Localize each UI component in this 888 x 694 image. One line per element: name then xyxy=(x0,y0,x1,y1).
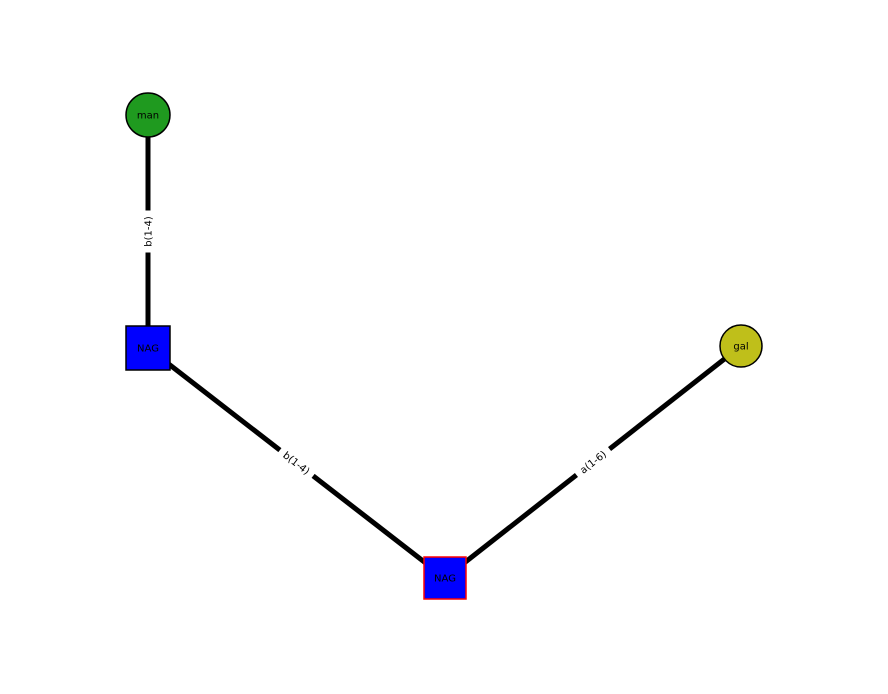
node-NAG2 xyxy=(423,556,467,600)
edge-label-bg xyxy=(572,443,614,481)
edge-label-man-NAG1: b(1-4) xyxy=(144,216,155,247)
edge-label-group-man-NAG1: b(1-4) xyxy=(141,210,155,253)
edge-label-bg xyxy=(141,210,155,253)
node-gal xyxy=(719,324,763,368)
node-label-NAG2: NAG xyxy=(434,574,456,585)
node-label-gal: gal xyxy=(733,342,748,353)
edge-label-group-NAG2-gal: a(1-6) xyxy=(572,443,614,481)
node-man xyxy=(125,92,171,138)
edge-label-bg xyxy=(275,445,318,481)
node-NAG1 xyxy=(125,325,171,371)
node-label-man: man xyxy=(137,111,159,122)
edge-label-group-NAG1-NAG2: b(1-4) xyxy=(275,445,318,481)
node-label-NAG1: NAG xyxy=(137,344,159,355)
